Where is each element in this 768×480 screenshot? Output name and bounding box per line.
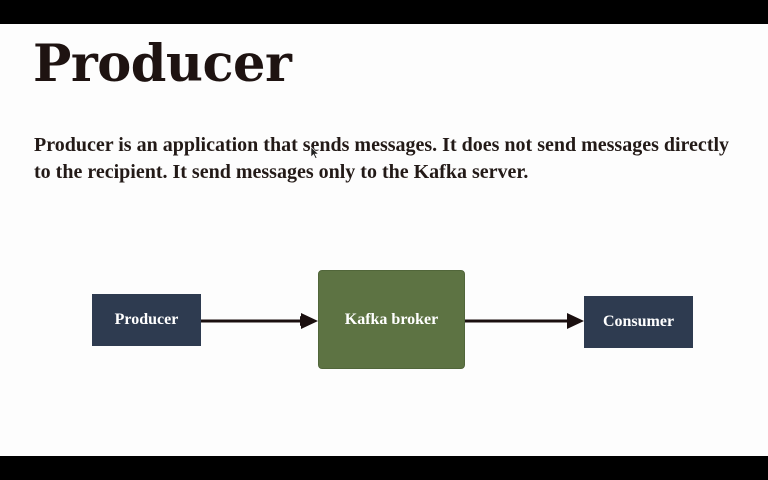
arrow-broker-to-consumer-head: [567, 313, 584, 329]
slide-title: Producer: [33, 34, 292, 94]
arrow-producer-to-broker-head: [301, 313, 318, 329]
kafka-broker-node: Kafka broker: [318, 270, 465, 369]
consumer-node: Consumer: [584, 296, 693, 348]
kafka-broker-node-label: Kafka broker: [344, 310, 439, 328]
consumer-node-label: Consumer: [602, 313, 675, 330]
diagram-arrows: [201, 313, 584, 329]
producer-node: Producer: [92, 294, 201, 346]
producer-node-label: Producer: [114, 311, 179, 328]
mouse-cursor-icon: [311, 147, 319, 159]
slide-body-text: Producer is an application that sends me…: [34, 134, 730, 183]
slide: Producer Producer is an application that…: [0, 24, 768, 456]
